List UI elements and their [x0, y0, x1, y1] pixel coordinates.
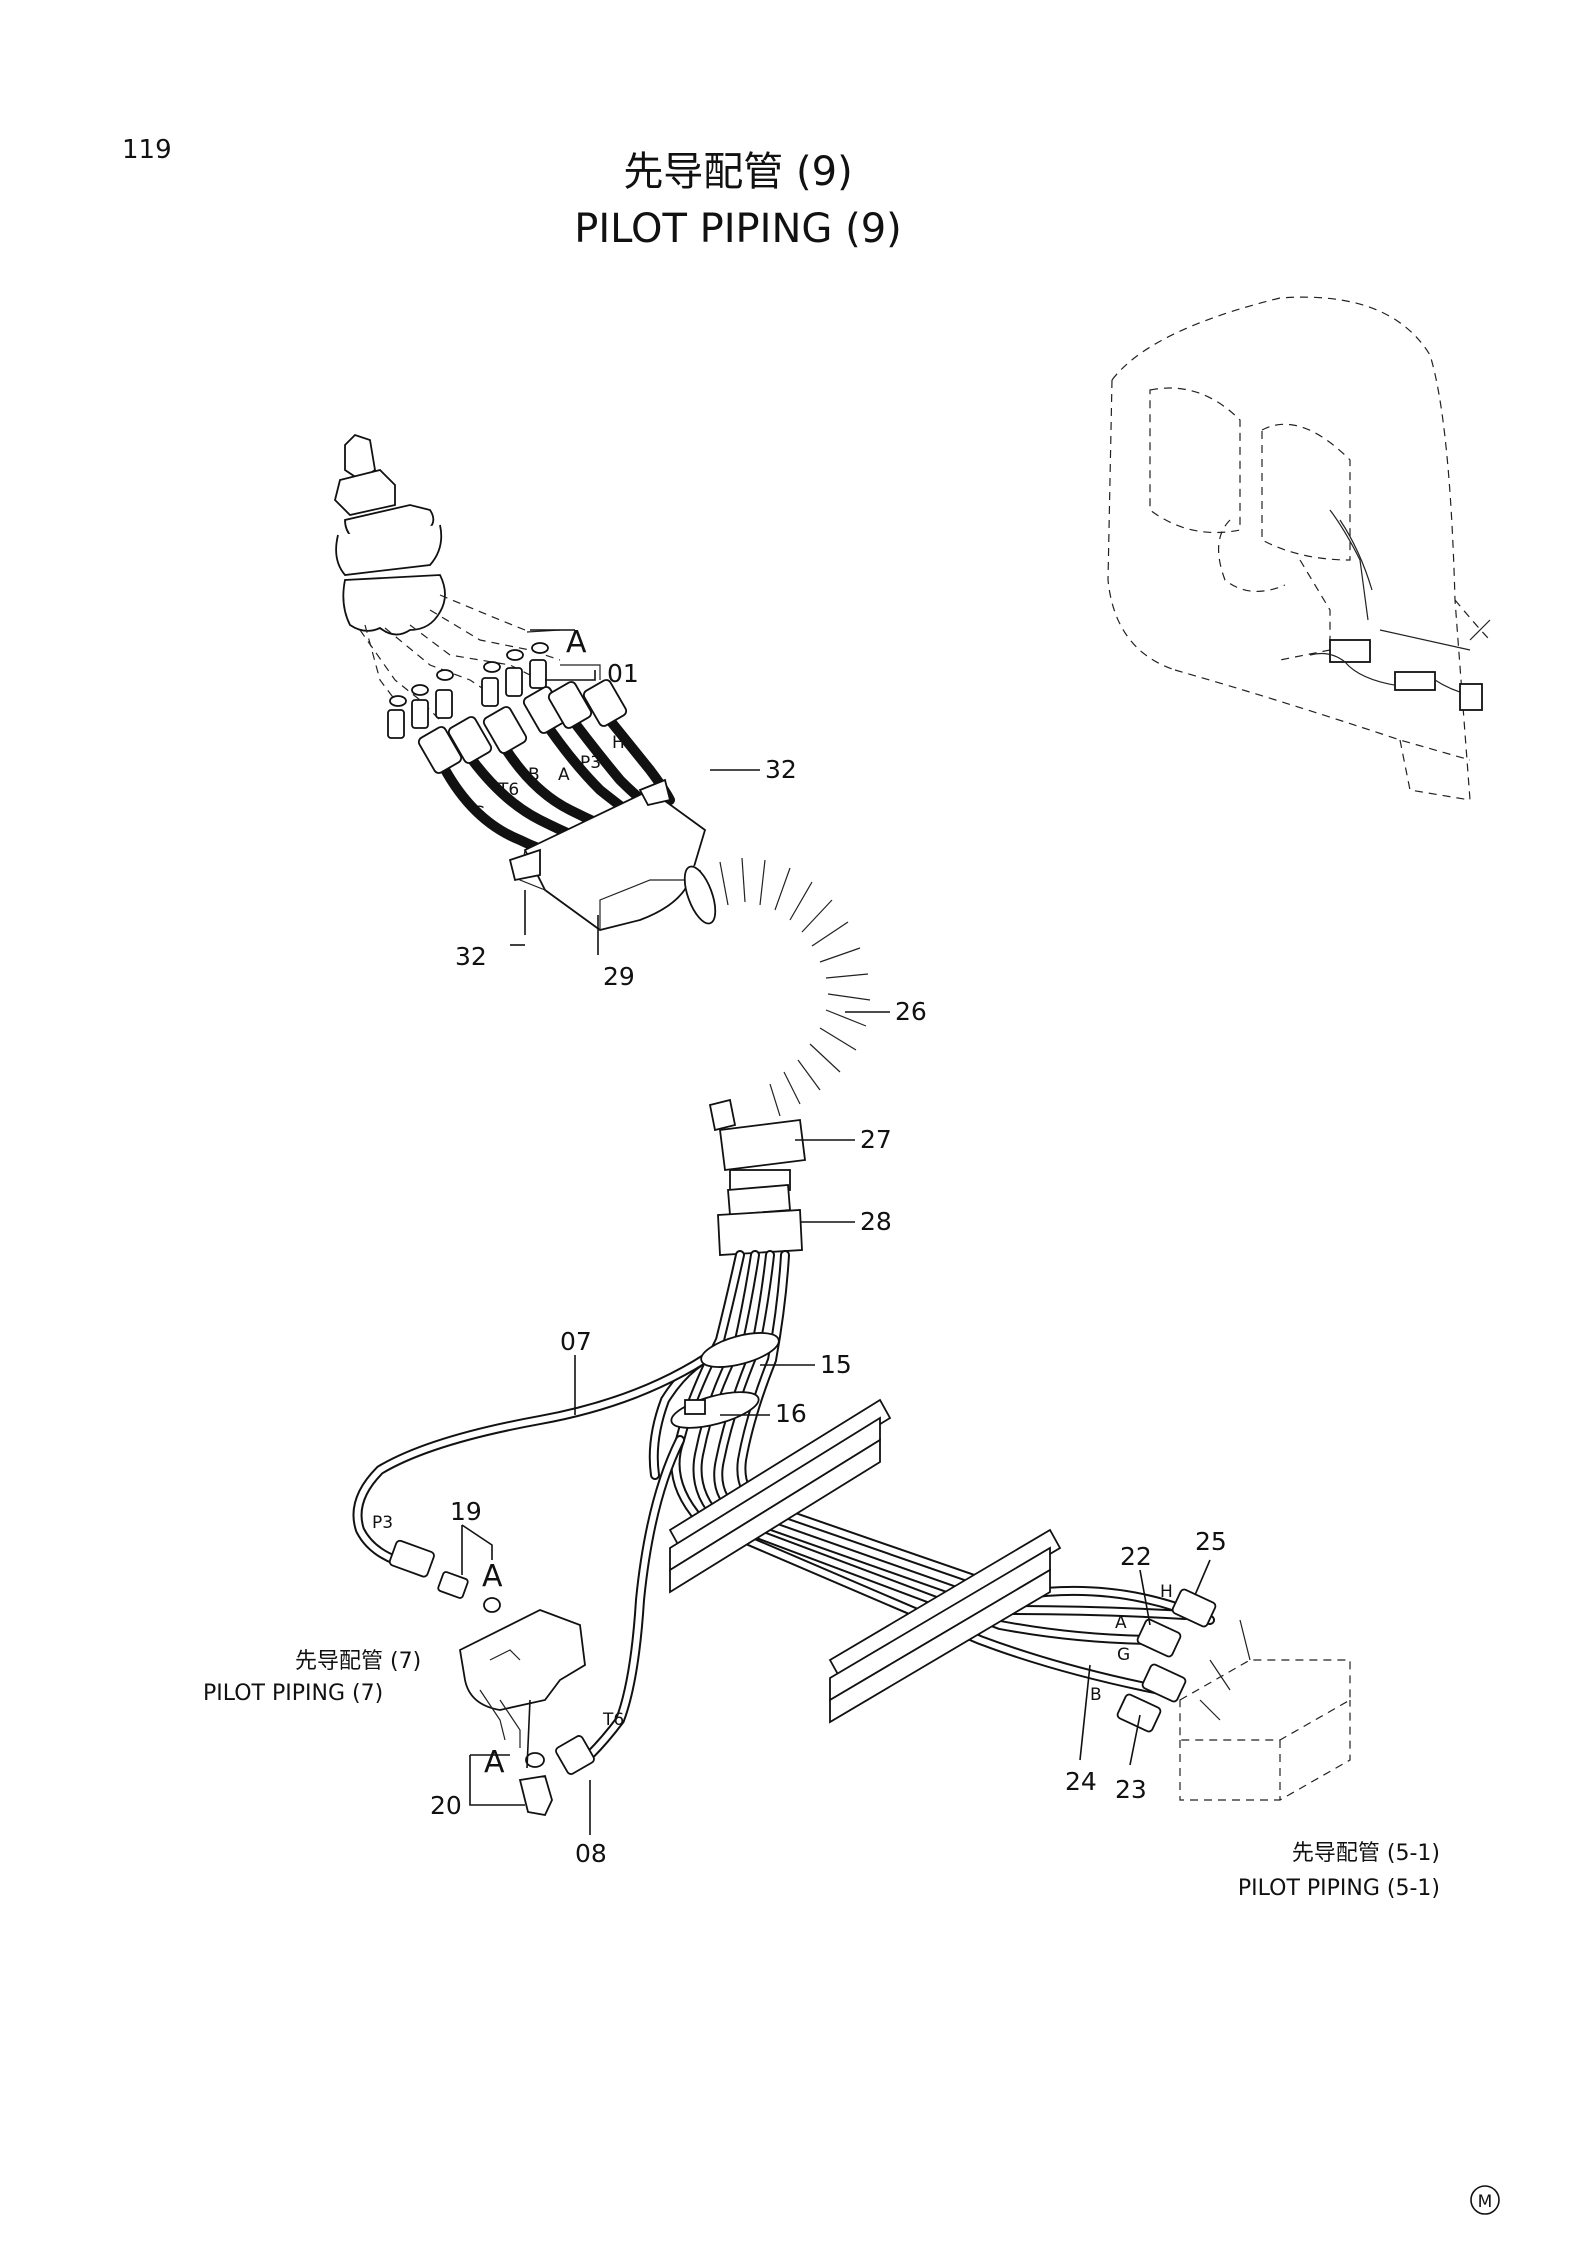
cross-references: 先导配管 (7) PILOT PIPING (7) 先导配管 (5-1) PIL…: [203, 1649, 1440, 1901]
callout-28: 28: [860, 1207, 892, 1236]
ref-pilot-piping-7-en: PILOT PIPING (7): [203, 1681, 383, 1706]
frame-rails: [668, 1398, 1062, 1724]
callout-26: 26: [895, 997, 927, 1026]
callout-15: 15: [820, 1350, 852, 1379]
control-valve-5-1: [1179, 1619, 1351, 1801]
callout-32-top: 32: [765, 755, 797, 784]
callout-numbers: 01 32 32 29 26 27 28 07 15 16 19 20 08 2…: [430, 659, 1227, 1868]
port-p3-low: P3: [372, 1513, 393, 1533]
ref-pilot-piping-7-cn: 先导配管 (7): [295, 1649, 421, 1674]
port-a-top: A: [558, 765, 570, 785]
callout-27: 27: [860, 1125, 892, 1154]
pilot-valve-assembly: [334, 433, 561, 721]
ref-pilot-piping-5-1-en: PILOT PIPING (5-1): [1238, 1876, 1440, 1901]
port-p3-top: P3: [580, 753, 601, 773]
callout-07: 07: [560, 1327, 592, 1356]
hose-08: [555, 1435, 685, 1775]
port-t6-top: T6: [497, 780, 519, 800]
port-b-top: B: [528, 765, 540, 785]
callout-29: 29: [603, 962, 635, 991]
lower-hose-bundle: [648, 1250, 1215, 1695]
callout-01: 01: [607, 659, 639, 688]
cable-ties-15-16: [670, 1332, 780, 1429]
adapters-22-25-23: [1116, 1588, 1217, 1733]
page-number: 119: [122, 135, 172, 165]
callout-08: 08: [575, 1839, 607, 1868]
callout-23: 23: [1115, 1775, 1147, 1804]
callout-19: 19: [450, 1497, 482, 1526]
ref-a-left: A: [482, 1559, 503, 1594]
callout-25: 25: [1195, 1527, 1227, 1556]
corrugated-tube-26: [681, 851, 887, 1152]
ref-pilot-piping-5-1-cn: 先导配管 (5-1): [1292, 1841, 1440, 1866]
callout-16: 16: [775, 1399, 807, 1428]
elbow-20: [518, 1752, 553, 1817]
footer-mark: M: [1470, 2185, 1500, 2215]
title-cn: 先导配管 (9): [623, 149, 852, 195]
ref-a-top: A: [566, 625, 587, 660]
port-labels: H P3 A B T6 G P3 T6 H A G B: [372, 733, 1173, 1730]
port-t6-low: T6: [602, 1710, 624, 1730]
hose-07: [352, 1340, 730, 1578]
footer-mark-letter: M: [1478, 2192, 1493, 2212]
port-h-top: H: [612, 733, 625, 753]
grommet-28: [717, 1184, 803, 1256]
callout-24: 24: [1065, 1767, 1097, 1796]
leader-lines: [461, 629, 1211, 1835]
port-b-low: B: [1090, 1685, 1102, 1705]
ref-a-bottom: A: [484, 1745, 505, 1780]
hose-cover-29: [508, 778, 707, 931]
callout-20: 20: [430, 1791, 462, 1820]
port-g-low: G: [1117, 1645, 1130, 1665]
reference-a-markers: A A A: [482, 625, 587, 1780]
port-a-low: A: [1115, 1613, 1127, 1633]
callout-22: 22: [1120, 1542, 1152, 1571]
port-h-low: H: [1160, 1582, 1173, 1602]
port-g-top: G: [472, 803, 485, 823]
cab-inset-illustration: [1107, 296, 1491, 801]
adapter-19: [437, 1571, 501, 1613]
title-en: PILOT PIPING (9): [574, 206, 902, 252]
callout-32-left: 32: [455, 942, 487, 971]
clamp-27: [708, 1098, 807, 1191]
fittings-01: [387, 659, 601, 739]
pilot-valve-7: [459, 1609, 586, 1748]
